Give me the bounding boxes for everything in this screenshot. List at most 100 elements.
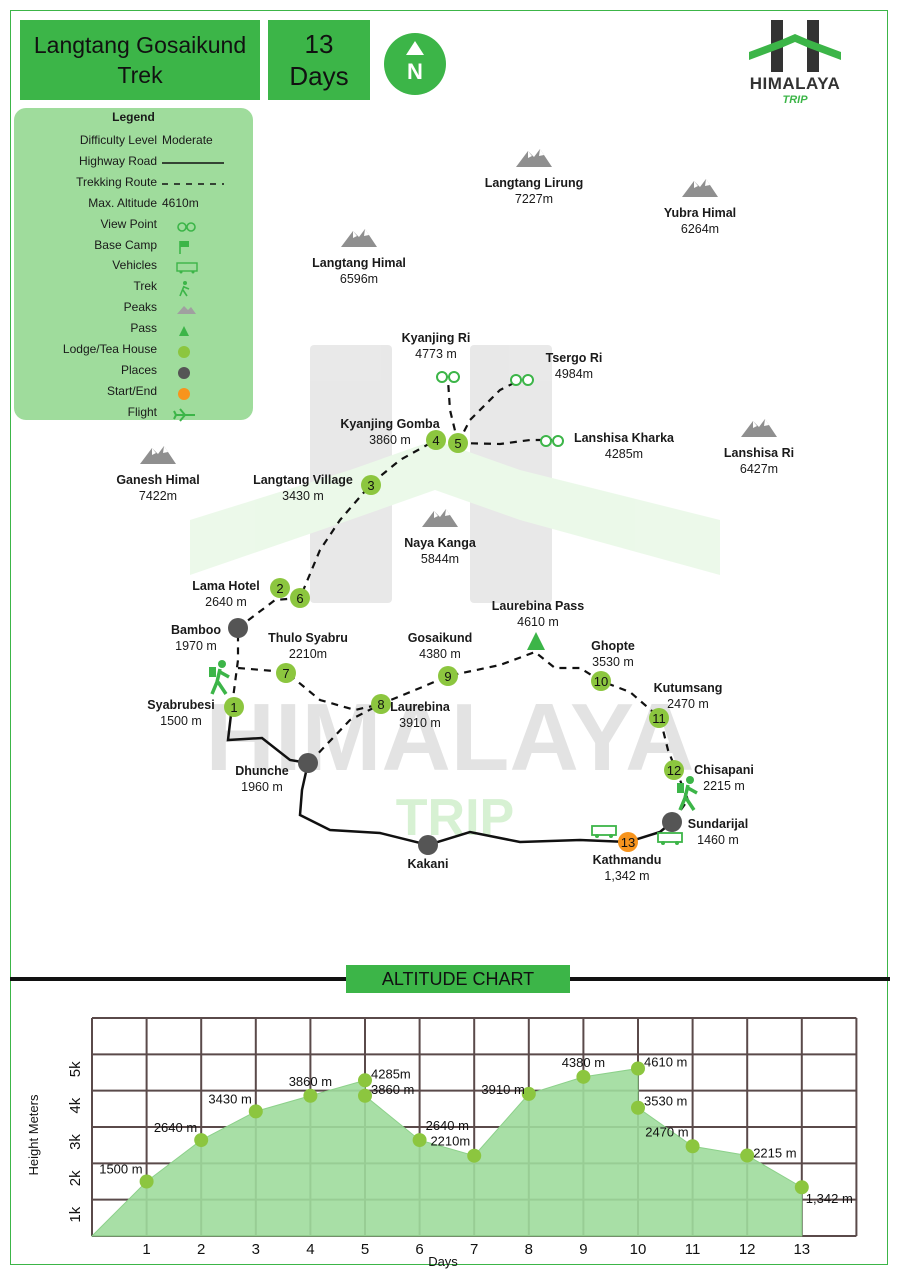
x-tick-label: 13: [793, 1241, 810, 1258]
bus-icon: [591, 825, 617, 838]
stop-marker: [371, 694, 391, 714]
legend-label: Base Camp: [94, 237, 157, 252]
legend-row: Vehicles: [14, 255, 253, 275]
x-tick-label: 2: [197, 1241, 205, 1258]
legend-label: Difficulty Level: [79, 133, 157, 147]
tent-icon: [527, 632, 545, 650]
legend-row: View Point: [14, 214, 253, 234]
binoculars-icon: [436, 371, 460, 383]
altitude-point-label: 1500 m: [99, 1162, 142, 1177]
legend-label: Pass: [130, 321, 157, 336]
place-dot: [298, 753, 318, 773]
legend-label: Peaks: [123, 300, 157, 315]
altitude-point-label: 4610 m: [644, 1055, 687, 1070]
altitude-point: [740, 1148, 755, 1163]
y-axis-label: Height Meters: [26, 1094, 41, 1175]
stop-marker: [361, 475, 381, 495]
mountain-icon: [516, 149, 552, 167]
binoculars-icon: [540, 435, 564, 447]
plane-icon: [173, 408, 195, 422]
x-tick-label: 5: [361, 1241, 369, 1258]
legend-label: Trekking Route: [76, 174, 157, 189]
legend-label: Max. Altitude: [88, 195, 157, 210]
altitude-point: [303, 1088, 318, 1103]
mountain-icon: [341, 229, 377, 247]
binoculars-icon: [177, 221, 196, 232]
altitude-point-label: 4285m: [371, 1066, 411, 1081]
altitude-point-label: 3860 m: [371, 1082, 414, 1097]
brand-logo: HIMALAYA TRIP: [745, 18, 845, 108]
altitude-point-label: 3910 m: [481, 1082, 524, 1097]
legend-label: Lodge/Tea House: [62, 342, 157, 356]
stop-marker: [649, 708, 669, 728]
altitude-point: [139, 1174, 154, 1189]
legend-label: View Point: [100, 216, 157, 231]
x-tick-label: 7: [470, 1241, 478, 1258]
orange-dot-icon: [178, 387, 190, 400]
stop-number: 2: [276, 581, 283, 596]
legend-row: Base Camp: [14, 235, 253, 255]
stop-number: 7: [282, 666, 289, 681]
hiker-icon: [179, 281, 190, 297]
stop-marker: [438, 666, 458, 686]
y-tick-label: 4k: [67, 1097, 84, 1113]
stop-marker: [426, 430, 446, 450]
map-frame: [10, 10, 888, 1265]
bus-icon: [657, 832, 683, 845]
chart-title: ALTITUDE CHART: [346, 965, 570, 993]
stop-number: 3: [367, 478, 374, 493]
place-label: Kakani: [407, 857, 449, 871]
legend-label: Vehicles: [112, 258, 157, 273]
logo-name: HIMALAYA: [749, 74, 841, 93]
x-axis-label: Days: [428, 1254, 458, 1269]
altitude-point: [358, 1073, 372, 1088]
legend-row: Trekking Route: [14, 172, 253, 192]
altitude-point: [794, 1180, 809, 1195]
altitude-point: [467, 1148, 482, 1163]
logo-mark-icon: [749, 20, 841, 72]
dashed-line-icon: [162, 182, 224, 185]
altitude-point-label: 2640 m: [426, 1118, 469, 1133]
x-tick-label: 4: [306, 1241, 314, 1258]
altitude-area: [90, 1067, 803, 1237]
watermark-text: HIMALAYA: [206, 684, 695, 791]
stop-marker: [448, 433, 468, 453]
trek-duration: 13 Days: [268, 20, 370, 100]
stop-marker: [224, 697, 244, 717]
x-tick-label: 6: [415, 1241, 423, 1258]
mountain-icon: [741, 419, 777, 437]
legend-label: Highway Road: [78, 153, 157, 168]
legend-label: Start/End: [106, 383, 157, 398]
altitude-point-label: 3430 m: [208, 1091, 251, 1106]
stop-marker: [290, 588, 310, 608]
legend-row: Flight: [14, 402, 253, 422]
stop-number: 13: [621, 835, 635, 850]
altitude-point-label: 2210m: [430, 1134, 470, 1149]
altitude-point-label: 2215 m: [753, 1146, 796, 1161]
flag-icon: [179, 240, 189, 254]
place-dot: [662, 812, 682, 832]
legend-row: Places: [14, 360, 253, 380]
stop-number: 11: [652, 711, 666, 726]
trek-title-line2: Trek: [117, 62, 163, 88]
stop-marker: [270, 578, 290, 598]
binoculars-icon: [510, 374, 534, 386]
legend-label: Trek: [133, 279, 157, 294]
y-tick-label: 3k: [67, 1134, 84, 1150]
